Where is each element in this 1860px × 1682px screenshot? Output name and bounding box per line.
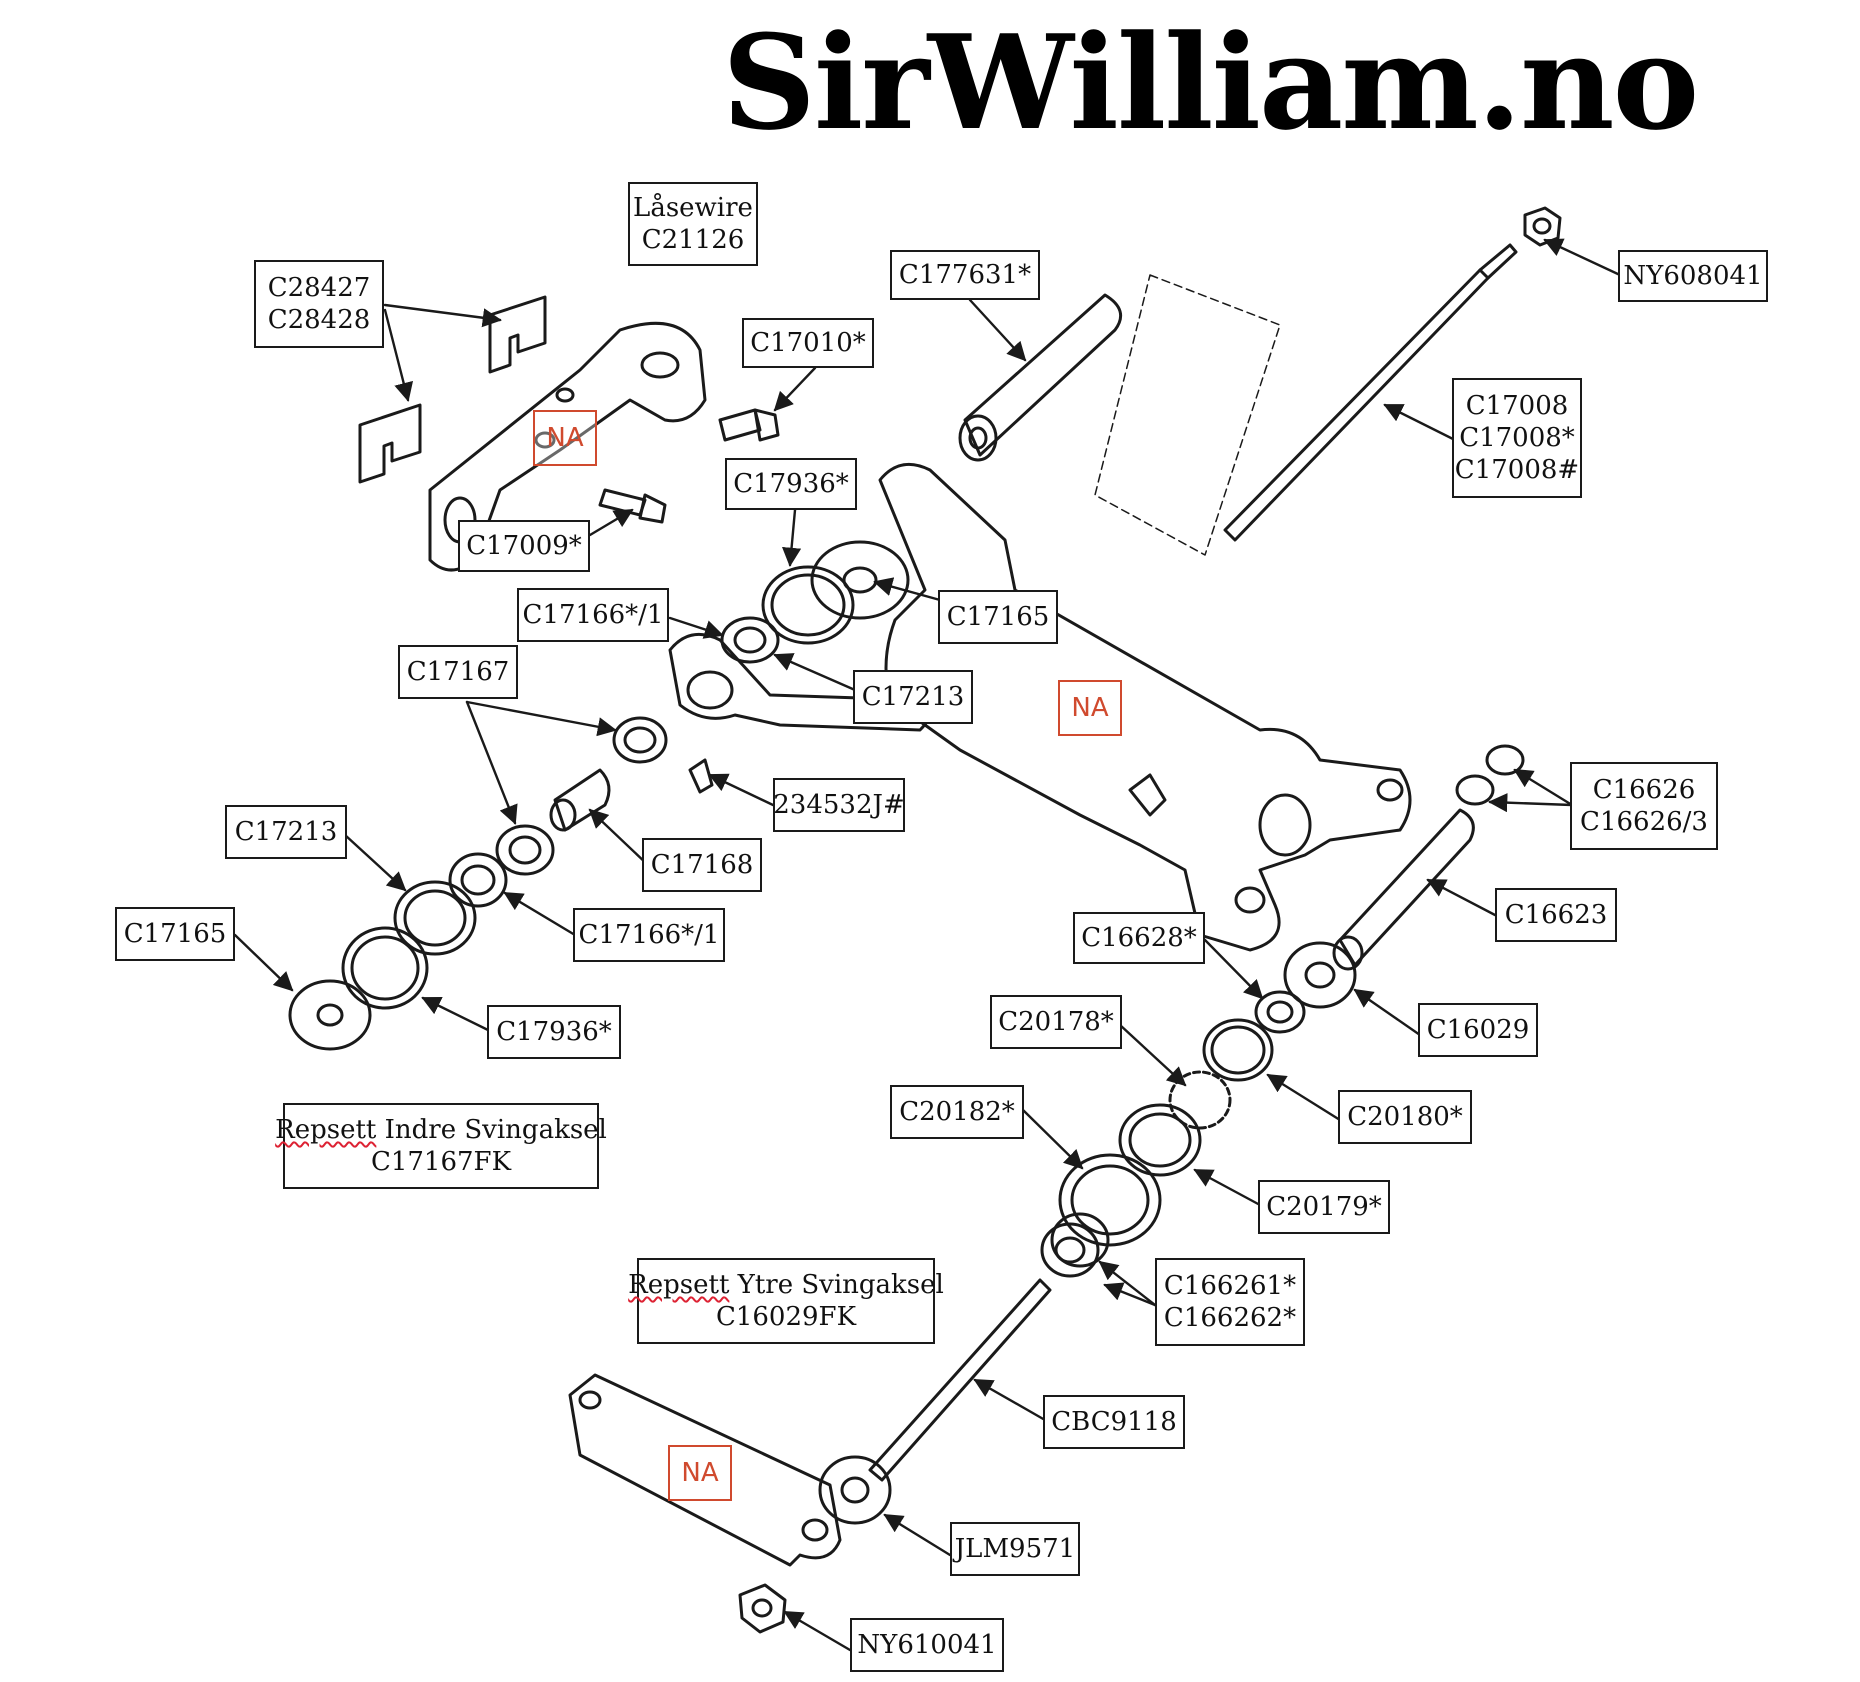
label-234532: 234532J#	[773, 778, 905, 832]
bolt-c17009	[598, 488, 667, 524]
seal-c20180	[1202, 1018, 1274, 1082]
bearing-c17167-upper	[612, 716, 668, 764]
label-c16623: C16623	[1495, 888, 1617, 942]
seal-c20179	[1118, 1103, 1202, 1177]
bolt-cbc9118	[868, 1278, 1052, 1482]
label-c17166-top: C17166*/1	[517, 588, 669, 642]
label-c17168: C17168	[642, 838, 762, 892]
sleeve-c16623	[1332, 808, 1475, 971]
label-c17165-left: C17165	[115, 907, 235, 961]
label-c16626: C16626 C16626/3	[1570, 762, 1718, 850]
washer-c20178	[1168, 1070, 1232, 1130]
grease-nipple-234532	[688, 758, 714, 794]
bush-c17166-mid	[448, 852, 508, 908]
label-c177631: C177631*	[890, 250, 1040, 300]
seal-c17936-mid	[341, 926, 429, 1010]
shim-upper	[488, 295, 547, 374]
label-c166261-c166262: C166261* C166262*	[1155, 1258, 1305, 1346]
seal-c20182	[1058, 1153, 1162, 1247]
label-repsett-indre: Repsett Indre Svingaksel C17167FK	[275, 1103, 607, 1189]
washer-jlm9571	[818, 1455, 892, 1525]
label-ny610041: NY610041	[850, 1618, 1004, 1672]
rod-c17008	[1223, 243, 1518, 542]
label-c17213-top: C17213	[853, 670, 973, 724]
shim-lower	[358, 403, 422, 484]
bolt-c17010	[718, 408, 780, 442]
label-c16029: C16029	[1418, 1003, 1538, 1057]
label-c17213-left: C17213	[225, 805, 347, 859]
brand-logo: SirWilliam.no	[722, 6, 1699, 159]
label-c17166-mid: C17166*/1	[573, 908, 725, 962]
washer-c17165-left	[288, 979, 372, 1051]
label-c20178: C20178*	[990, 995, 1122, 1049]
label-repsett-ytre: Repsett Ytre Svingaksel C16029FK	[628, 1258, 944, 1344]
bearing-c17167-lower	[495, 824, 555, 876]
na-mark-bracket: NA	[533, 410, 597, 466]
label-jlm9571: JLM9571	[950, 1522, 1080, 1576]
washer-c16626	[1455, 744, 1525, 806]
sleeve-c17168	[549, 768, 611, 832]
label-c17008: C17008 C17008* C17008#	[1452, 378, 1582, 498]
seal-c17936-top	[761, 565, 855, 645]
na-mark-arm: NA	[1058, 680, 1122, 736]
bottom-bracket	[568, 1373, 842, 1567]
label-c16628: C16628*	[1073, 912, 1205, 964]
seal-c17213-left	[393, 880, 477, 956]
label-c20182: C20182*	[890, 1085, 1024, 1139]
label-c17936-mid: C17936*	[487, 1005, 621, 1059]
label-c20180: C20180*	[1338, 1090, 1472, 1144]
label-c20179: C20179*	[1258, 1180, 1390, 1234]
label-cbc9118: CBC9118	[1043, 1395, 1185, 1449]
label-c17167: C17167	[398, 645, 518, 699]
bearing-c16029	[1283, 941, 1357, 1009]
leader-lines	[233, 238, 1622, 1652]
bush-c17166-top	[720, 616, 780, 664]
label-c17009: C17009*	[458, 520, 590, 572]
pin-c177631	[958, 293, 1123, 462]
label-c17936-top: C17936*	[725, 458, 857, 510]
label-c17165-top: C17165	[938, 590, 1058, 644]
label-c17010: C17010*	[742, 318, 874, 368]
washer-c166261	[1040, 1212, 1110, 1278]
label-lasewire: Låsewire C21126	[628, 182, 758, 266]
na-mark-bottom-bracket: NA	[668, 1445, 732, 1501]
washer-c16628	[1254, 990, 1306, 1034]
nut-ny610041	[738, 1583, 787, 1634]
nut-ny608041	[1523, 206, 1562, 247]
label-ny608041: NY608041	[1618, 250, 1768, 302]
dashed-outline	[1094, 274, 1281, 556]
label-c28427-c28428: C28427 C28428	[254, 260, 384, 348]
